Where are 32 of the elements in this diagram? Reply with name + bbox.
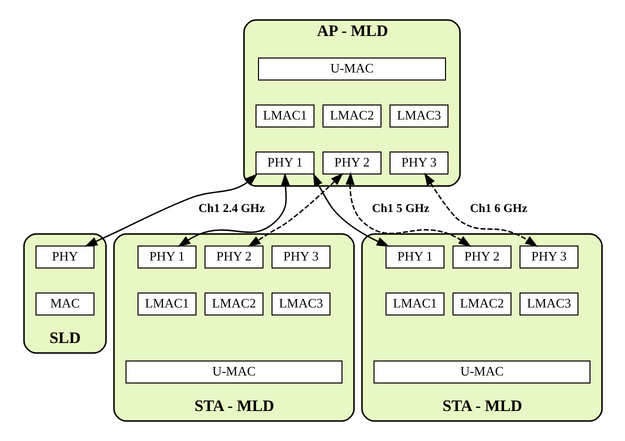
arrow <box>247 172 343 248</box>
node-box: PHY 2 <box>452 246 511 268</box>
label: Ch1 6 GHz <box>470 201 527 216</box>
node-box: PHY 2 <box>322 152 381 174</box>
label: Ch1 5 GHz <box>372 201 429 216</box>
node-box: U-MAC <box>125 360 342 384</box>
label: Ch1 2.4 GHz <box>198 201 264 216</box>
node-box: PHY 1 <box>385 246 444 268</box>
node-box: PHY 1 <box>255 152 314 174</box>
node-box: PHY <box>35 246 94 268</box>
node-box: LMAC3 <box>389 104 448 128</box>
arrow <box>345 172 471 247</box>
node-box: LMAC1 <box>137 292 196 316</box>
node-box: MAC <box>35 292 94 316</box>
node-box: LMAC2 <box>452 292 511 316</box>
node-box: LMAC3 <box>271 292 330 316</box>
node-box: LMAC3 <box>519 292 578 316</box>
node-box: U-MAC <box>373 360 590 384</box>
arrow <box>84 174 258 247</box>
arrow <box>424 172 538 248</box>
node-box: LMAC2 <box>322 104 381 128</box>
arrow <box>312 173 390 247</box>
arrow <box>177 172 290 248</box>
node-box: LMAC1 <box>385 292 444 316</box>
node-box: U-MAC <box>258 58 446 80</box>
node-box: PHY 3 <box>271 246 330 268</box>
node-box: PHY 3 <box>519 246 578 268</box>
node-box: PHY 1 <box>137 246 196 268</box>
node-box: PHY 3 <box>389 152 448 174</box>
node-box: PHY 2 <box>204 246 263 268</box>
node-box: LMAC1 <box>255 104 314 128</box>
node-box: LMAC2 <box>204 292 263 316</box>
